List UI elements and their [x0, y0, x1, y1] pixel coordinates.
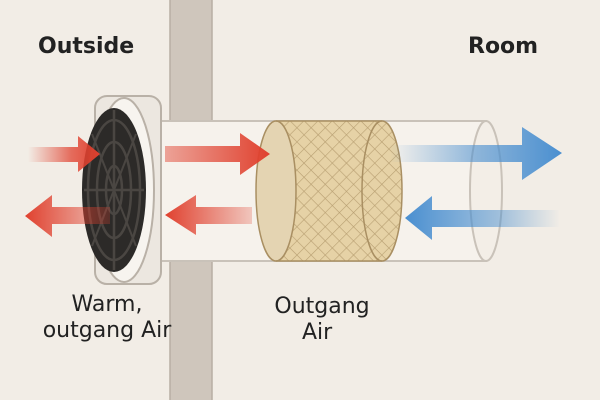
warm-airflow-arrow-icon — [25, 133, 270, 237]
filter-cartridge-icon — [255, 120, 403, 262]
warm-outgang-air-label: Warm, outgang Air — [12, 292, 202, 345]
room-label: Room — [468, 34, 539, 59]
warm-label-line-1: Warm, — [71, 292, 143, 317]
outgang-label-line-2: Air — [302, 320, 333, 346]
outdoor-vent-icon — [82, 95, 162, 285]
outgang-air-label: Outgang Air — [262, 294, 382, 347]
outgang-label-line-1: Outgang — [274, 294, 370, 319]
outside-label: Outside — [38, 34, 135, 59]
cool-airflow-arrow-icon — [390, 127, 562, 240]
warm-label-line-2: outgang Air — [42, 318, 172, 344]
